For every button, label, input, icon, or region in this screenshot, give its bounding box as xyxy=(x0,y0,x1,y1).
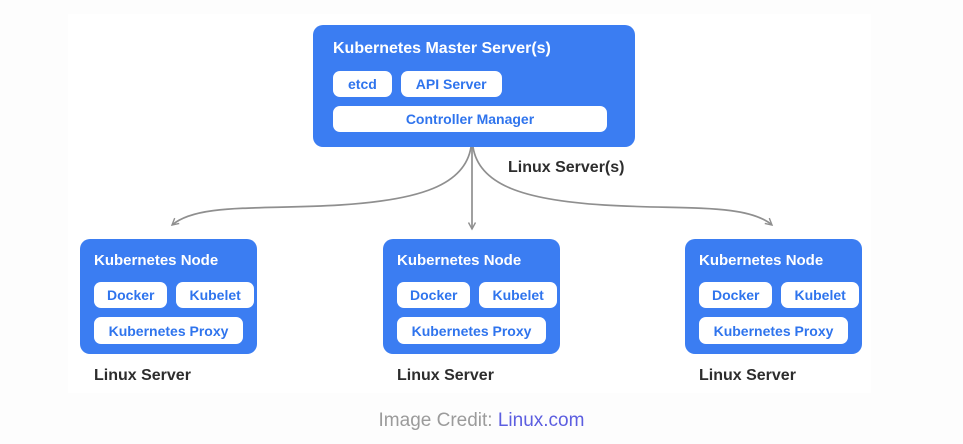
node-group-2: Kubernetes Node Docker Kubelet Kubernete… xyxy=(383,239,560,385)
node-title-1: Kubernetes Node xyxy=(94,252,219,269)
kubelet-pill-3: Kubelet xyxy=(781,282,859,308)
etcd-pill: etcd xyxy=(333,71,392,97)
node-group-1: Kubernetes Node Docker Kubelet Kubernete… xyxy=(80,239,257,385)
kubernetes-node-box-3: Kubernetes Node Docker Kubelet Kubernete… xyxy=(685,239,862,354)
linux-servers-label: Linux Server(s) xyxy=(508,159,625,176)
node-pill-row-2: Docker Kubelet xyxy=(397,282,557,308)
node-title-3: Kubernetes Node xyxy=(699,252,824,269)
kubernetes-proxy-pill-1: Kubernetes Proxy xyxy=(94,317,243,344)
kubernetes-node-box-1: Kubernetes Node Docker Kubelet Kubernete… xyxy=(80,239,257,354)
image-credit: Image Credit: Linux.com xyxy=(0,410,963,432)
kubelet-pill-2: Kubelet xyxy=(479,282,557,308)
docker-pill-2: Docker xyxy=(397,282,471,308)
kubernetes-proxy-pill-3: Kubernetes Proxy xyxy=(699,317,848,344)
docker-pill-1: Docker xyxy=(94,282,168,308)
node-group-3: Kubernetes Node Docker Kubelet Kubernete… xyxy=(685,239,862,385)
linux-server-caption-3: Linux Server xyxy=(699,367,796,384)
master-server-box: Kubernetes Master Server(s) etcd API Ser… xyxy=(313,25,635,147)
master-pill-row: etcd API Server xyxy=(333,71,502,97)
docker-pill-3: Docker xyxy=(699,282,773,308)
image-credit-prefix: Image Credit: xyxy=(378,410,498,431)
api-server-pill: API Server xyxy=(400,71,502,97)
master-server-title: Kubernetes Master Server(s) xyxy=(333,40,551,57)
node-pill-row-3: Docker Kubelet xyxy=(699,282,859,308)
kubernetes-node-box-2: Kubernetes Node Docker Kubelet Kubernete… xyxy=(383,239,560,354)
controller-manager-pill: Controller Manager xyxy=(333,106,607,132)
node-pill-row-1: Docker Kubelet xyxy=(94,282,254,308)
linux-com-link[interactable]: Linux.com xyxy=(497,410,585,431)
kubelet-pill-1: Kubelet xyxy=(176,282,254,308)
linux-server-caption-1: Linux Server xyxy=(94,367,191,384)
linux-server-caption-2: Linux Server xyxy=(397,367,494,384)
node-title-2: Kubernetes Node xyxy=(397,252,522,269)
kubernetes-proxy-pill-2: Kubernetes Proxy xyxy=(397,317,546,344)
